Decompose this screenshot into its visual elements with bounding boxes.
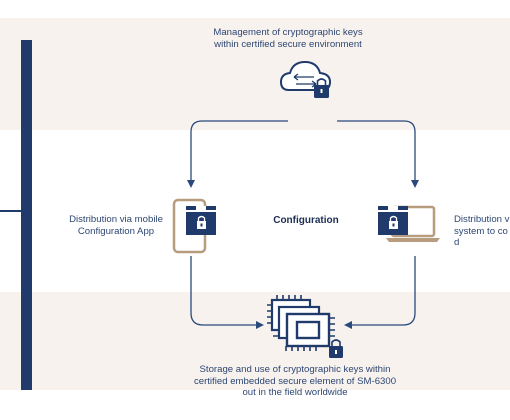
right-node-label-line: Distribution v [454, 214, 510, 225]
connector-top-to-left [187, 120, 288, 188]
bottom-node-label: Storage and use of cryptographic keys wi… [172, 364, 418, 399]
left-node-label-line: Distribution via mobile [69, 214, 163, 225]
connector-left-to-bottom [190, 256, 264, 329]
right-node-label-line: system to co [454, 225, 508, 237]
top-node-label: Management of cryptographic keys within … [183, 27, 393, 50]
cloud-lock-icon [279, 60, 332, 98]
connector-right-to-bottom [344, 256, 416, 329]
left-node-label-line: Configuration App [77, 225, 155, 237]
right-node-label-line: d [454, 237, 460, 248]
bottom-background-band [0, 292, 510, 390]
left-vertical-bar [21, 40, 32, 390]
left-connector-line [0, 210, 22, 212]
right-node-label: Distribution v system to co d [454, 214, 510, 249]
chip-stack-lock-icon [267, 295, 343, 358]
bottom-node-label-line: Storage and use of cryptographic keys wi… [199, 364, 391, 375]
top-background-band [0, 18, 510, 130]
smartphone-icon [172, 198, 216, 254]
bottom-node-label-line: certified embedded secure element of SM-… [193, 375, 397, 387]
laptop-icon [378, 205, 440, 242]
top-node-label-line: Management of cryptographic keys [213, 27, 363, 38]
bottom-node-label-line: out in the field worldwide [242, 387, 348, 398]
left-node-label: Distribution via mobile Configuration Ap… [52, 214, 180, 237]
top-node-label-line: within certified secure environment [214, 38, 362, 50]
configuration-label: Configuration [273, 215, 339, 226]
connector-top-to-right [337, 120, 419, 188]
